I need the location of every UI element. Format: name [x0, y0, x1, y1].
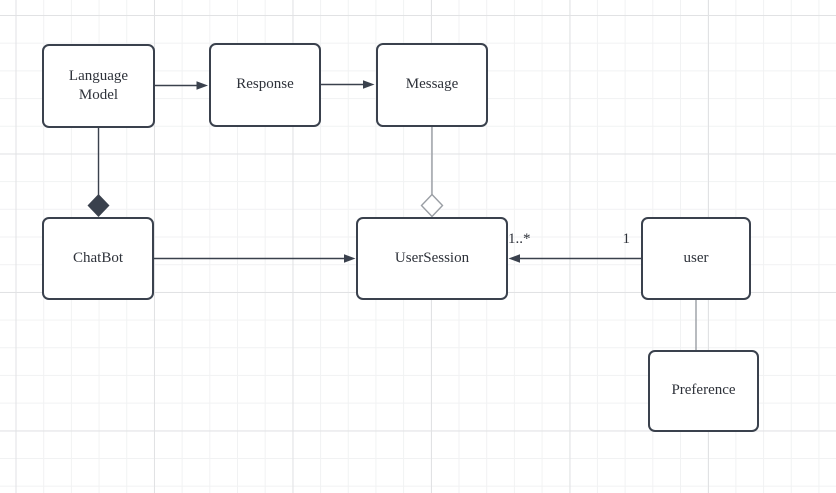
node-preference[interactable]: Preference	[648, 350, 759, 432]
node-label: Response	[236, 76, 294, 93]
node-language-model[interactable]: Language Model	[42, 44, 155, 128]
edge-chatbot-to-usersession[interactable]	[154, 254, 356, 263]
edge-languagemodel-to-response[interactable]	[155, 81, 208, 90]
node-label: UserSession	[394, 249, 470, 266]
node-label: Message	[405, 76, 459, 93]
composition-filled-diamond	[87, 194, 110, 217]
node-label: ChatBot	[72, 249, 123, 266]
node-label: Language Model	[68, 67, 129, 104]
node-user[interactable]: user	[641, 217, 751, 300]
multiplicity-label-usersession-end[interactable]: 1..*	[508, 231, 531, 247]
arrowhead	[344, 254, 356, 263]
arrowhead	[363, 80, 375, 89]
multiplicity-label-user-end[interactable]: 1	[622, 231, 631, 247]
arrowhead	[196, 81, 208, 90]
node-chatbot[interactable]: ChatBot	[42, 217, 154, 300]
node-label: user	[683, 249, 709, 266]
edge-languagemodel-to-chatbot-composition[interactable]	[87, 128, 110, 217]
node-label: Preference	[671, 382, 736, 399]
edge-response-to-message[interactable]	[321, 80, 375, 89]
node-message[interactable]: Message	[376, 43, 488, 127]
edge-message-to-usersession-aggregation[interactable]	[420, 127, 444, 218]
node-response[interactable]: Response	[209, 43, 321, 127]
node-usersession[interactable]: UserSession	[356, 217, 508, 300]
edge-user-to-usersession[interactable]	[508, 254, 642, 263]
arrowhead	[508, 254, 520, 263]
aggregation-hollow-diamond	[420, 193, 444, 218]
